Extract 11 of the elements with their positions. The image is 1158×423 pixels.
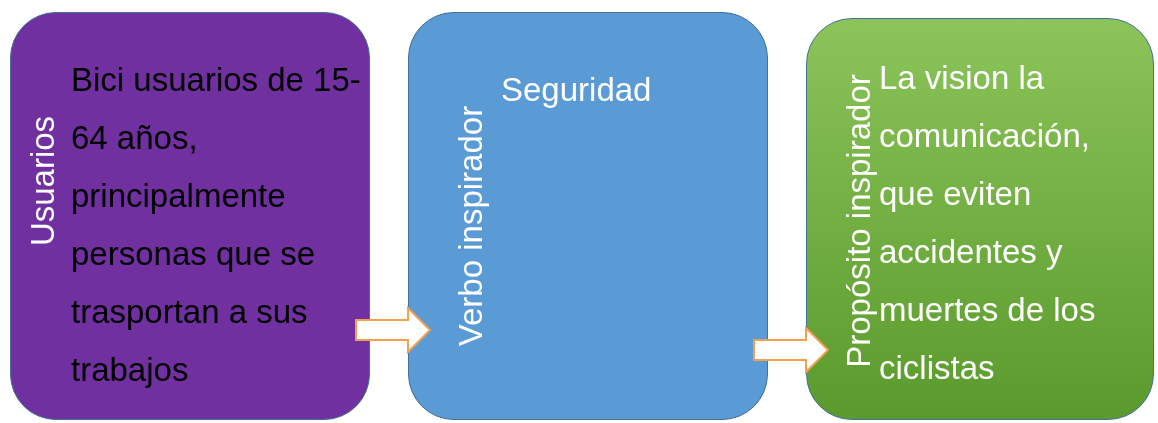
rounded-box — [408, 12, 768, 420]
vertical-heading: Verbo inspirador — [451, 104, 490, 349]
block-arrow — [753, 325, 830, 375]
vertical-heading: Usuarios — [23, 114, 62, 249]
rounded-box — [10, 12, 370, 420]
rounded-box — [806, 18, 1154, 420]
vertical-heading: Propósito inspirador — [839, 73, 878, 370]
description-text: Seguridad — [501, 70, 653, 110]
description-text: Bici usuarios de 15-64 años, principalmente personas que se trasportan a sus trabajos — [71, 60, 362, 390]
block-arrow — [355, 305, 432, 355]
description-text: La vision la comunicación, que eviten accidentes y muertes de los ciclistas — [879, 58, 1097, 388]
